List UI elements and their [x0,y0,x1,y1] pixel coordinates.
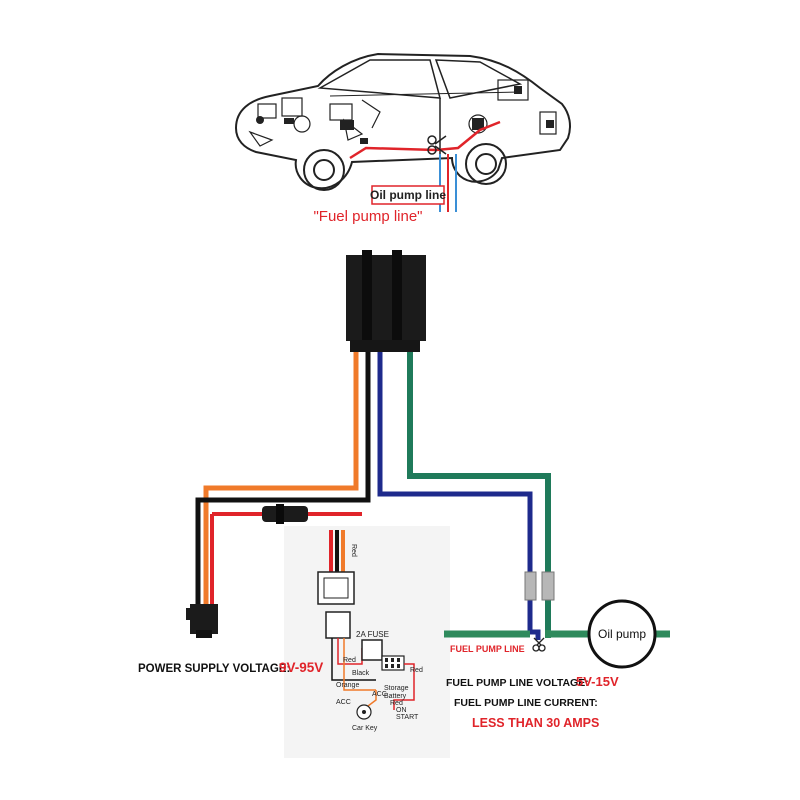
storage-battery [381,655,405,671]
harness-label-car-key: Car Key [352,725,378,732]
harness-label-on: ON [396,707,407,714]
harness-label-orange: Orange [336,682,359,689]
oil-pump-line-box [371,185,445,205]
green-wire [407,352,551,630]
power-supply-label: POWER SUPPLY VOLTAGE: [138,663,290,675]
green-heat-shrink [541,571,555,601]
power-connector [186,604,218,638]
fuel-pump-voltage-label: FUEL PUMP LINE VOLTAGE: [446,677,589,689]
power-supply-value: 9V-95V [279,660,323,675]
fuel-line-car [349,120,501,160]
harness-label-red-right: Red [410,667,423,674]
harness-label-storage-2: Battery [384,693,407,700]
harness-label-red: Red [343,657,356,664]
harness-label-black: Black [352,670,370,677]
fuel-pump-line-label: FUEL PUMP LINE [450,644,525,654]
wire-bundle [195,352,551,640]
blue-wire [377,352,541,640]
car-illustration [234,52,571,191]
fuse-box [361,639,383,661]
fuel-pump-pipe [444,630,670,638]
fuel-pump-line-car-label: "Fuel pump line" [313,208,422,225]
fuel-pump-current-label: FUEL PUMP LINE CURRENT: [454,697,598,709]
harness-label-acc-lower: ACC [336,699,351,706]
harness-label-storage-1: Storage [384,685,409,692]
fuel-pump-current-value: LESS THAN 30 AMPS [472,716,599,730]
black-wire [195,352,371,606]
harness-label-start: START [396,714,419,721]
inline-fuse-holder [262,504,308,524]
harness-label-acc: ACC [372,691,387,698]
fuse-box-label: 2A FUSE [356,630,389,639]
oil-pump-label: Oil pump [598,627,646,641]
harness-label-red-on: Red [390,700,403,707]
fuel-pump-voltage-value: 5V-15V [576,674,619,689]
oil-pump-line-label: Oil pump line [370,188,446,202]
harness-schematic: Red 2A FUSE Red Black Orange Red [284,526,450,758]
pipe-cut-scissors-icon [532,637,546,652]
orange-wire [203,352,359,606]
connector-label-red: Red [350,544,357,557]
oil-pump-circle [587,599,657,669]
relay-module [346,250,426,352]
blue-heat-shrink [524,571,537,601]
cut-scissors-icon [427,135,447,155]
